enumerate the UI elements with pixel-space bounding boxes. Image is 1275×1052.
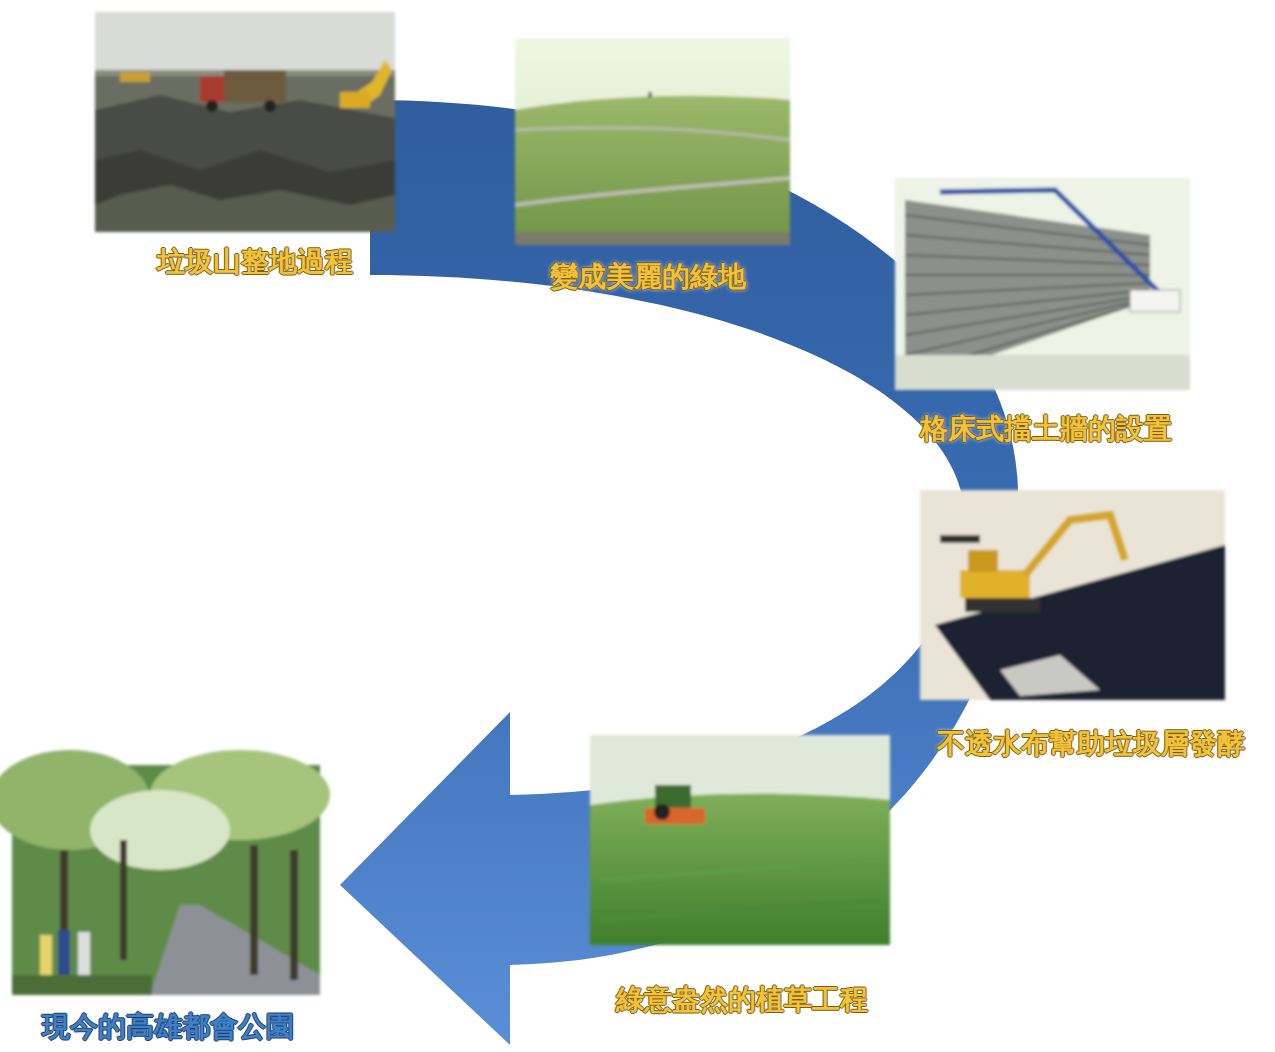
photo-panel: 現今的高雄都會公園 [12,765,320,1044]
retaining-wall-photo [895,178,1190,390]
photo-panel: 變成美麗的綠地 [515,38,790,294]
photo-panel: 不透水布幫助垃圾層發酵 [920,490,1245,761]
photo-panel: 格床式擋土牆的設置 [895,178,1190,446]
photo-caption: 格床式擋土牆的設置 [920,412,1172,446]
liner-photo [920,490,1225,700]
photo-caption: 變成美麗的綠地 [550,260,746,294]
grass-planting-photo [590,735,890,945]
green-land-photo [515,38,790,245]
photo-caption: 垃圾山整地過程 [157,245,353,279]
photo-panel: 綠意盎然的植草工程 [590,735,890,1017]
photo-caption: 綠意盎然的植草工程 [616,983,868,1017]
photo-caption: 不透水布幫助垃圾層發酵 [937,727,1245,761]
photo-caption: 現今的高雄都會公園 [42,1010,294,1044]
park-photo [0,750,330,995]
landfill-photo [95,12,395,232]
photo-panel: 垃圾山整地過程 [95,12,395,279]
